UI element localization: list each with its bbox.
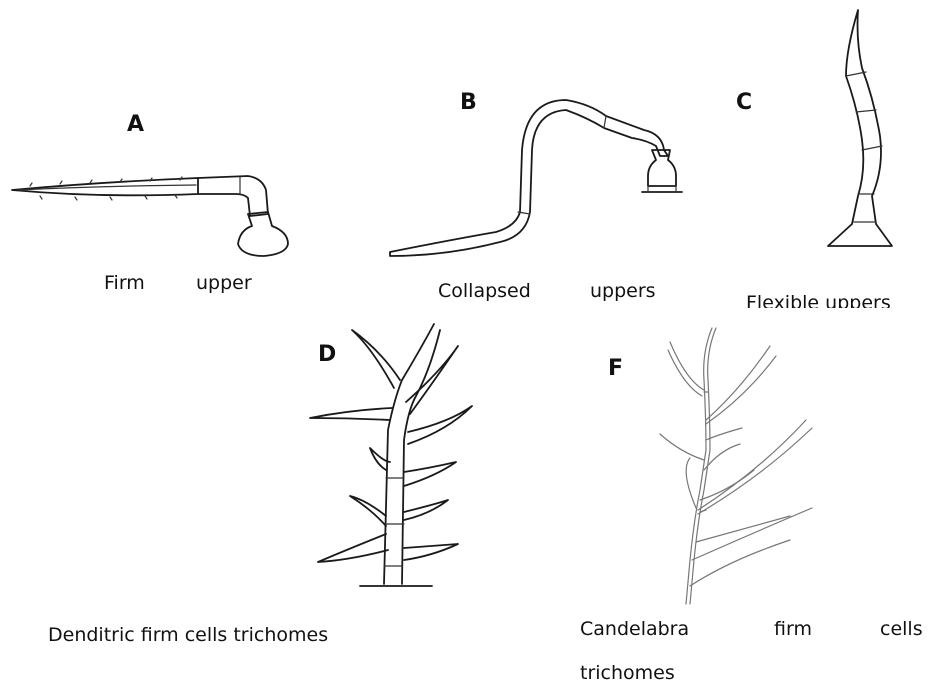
panel-label-b: B — [460, 90, 477, 115]
caption-b-word1: Collapsed — [438, 280, 531, 302]
caption-f-word3: cells — [880, 618, 923, 640]
caption-d: Denditric firm cells trichomes — [48, 624, 328, 646]
caption-a-word1: Firm — [104, 272, 145, 294]
trichome-drawing-f — [660, 328, 812, 604]
caption-b-word2: uppers — [590, 280, 656, 302]
panel-label-c: C — [736, 90, 752, 115]
caption-f-word1: Candelabra — [580, 618, 689, 640]
trichome-drawing-b — [390, 100, 682, 256]
caption-a-word2: upper — [196, 272, 252, 294]
caption-c: Flexible uppers — [746, 292, 891, 308]
panel-label-f: F — [608, 356, 623, 381]
panel-label-d: D — [318, 342, 336, 367]
trichome-drawing-a — [12, 176, 288, 256]
panel-label-a: A — [127, 112, 144, 137]
trichome-drawing-c — [828, 10, 892, 246]
caption-f-word2: firm — [774, 618, 812, 640]
caption-f-line2: trichomes — [580, 662, 675, 684]
